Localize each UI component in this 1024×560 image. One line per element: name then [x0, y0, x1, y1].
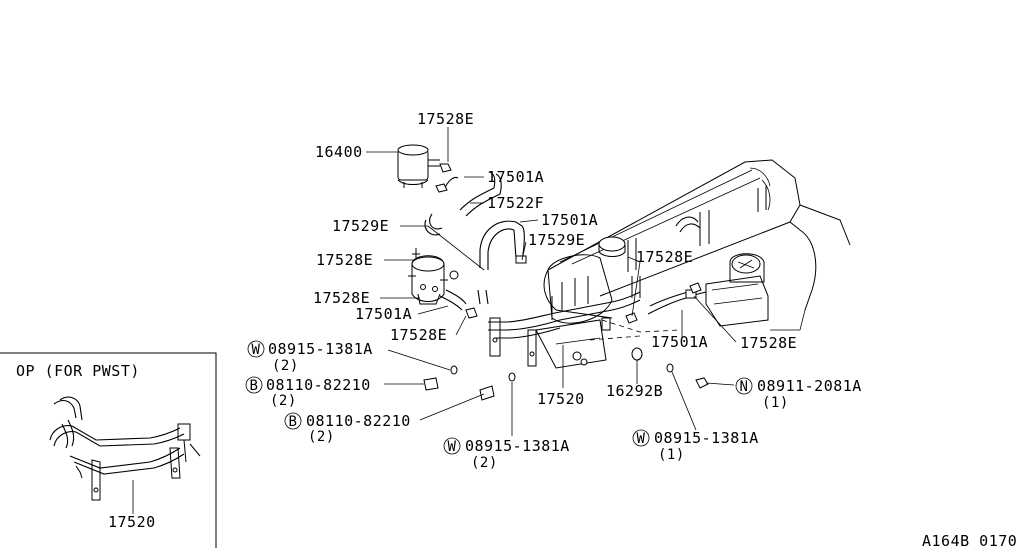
fastener-part-number: 08911-2081A	[757, 377, 862, 395]
label-17528e-left2: 17528E	[313, 289, 370, 307]
label-17528e-left3: 17528E	[390, 326, 447, 344]
fastener-quantity: (2)	[471, 455, 498, 471]
fastener-quantity: (2)	[272, 358, 299, 374]
fastener-callout-6: N 08911-2081A (1)	[735, 377, 862, 411]
label-17501a-2: 17501A	[541, 211, 598, 229]
fastener-quantity: (2)	[308, 429, 335, 445]
engine-outline	[543, 159, 851, 341]
fastener-symbol: W	[448, 439, 457, 455]
label-17528e-right1: 17528E	[636, 248, 693, 266]
fastener-part-number: 08915-1381A	[654, 429, 759, 447]
fastener-symbol: B	[250, 378, 259, 394]
inset-title: OP (FOR PWST)	[16, 362, 140, 380]
label-17529e-1: 17529E	[332, 217, 389, 235]
label-16292b: 16292B	[606, 382, 663, 400]
diagram-code: A164B 0170	[922, 532, 1017, 550]
fuel-filter	[397, 144, 440, 188]
fastener-part-number: 08110-82210	[306, 412, 411, 430]
fastener-callout-2: B 08110-82210 (2)	[245, 376, 371, 409]
fastener-callout-4: W 08915-1381A (2)	[443, 437, 570, 471]
inset-box: OP (FOR PWST) 17520	[0, 352, 217, 548]
fastener-symbol: W	[637, 431, 646, 447]
clamps-and-small-parts	[423, 163, 709, 401]
fastener-part-number: 08110-82210	[266, 376, 371, 394]
fastener-quantity: (1)	[658, 447, 685, 463]
fastener-callout-1: W 08915-1381A (2)	[247, 340, 373, 374]
fuel-pump	[408, 248, 448, 305]
fastener-quantity: (1)	[762, 395, 789, 411]
fastener-symbol: W	[252, 342, 261, 358]
fastener-part-number: 08915-1381A	[465, 437, 570, 455]
part-labels: 17528E 16400 17501A 17522F 17529E 17501A…	[313, 110, 797, 408]
label-17501a-4: 17501A	[651, 333, 708, 351]
label-17528e-top: 17528E	[417, 110, 474, 128]
inset-pipe-drawing	[49, 396, 201, 514]
label-17528e-right2: 17528E	[740, 334, 797, 352]
fastener-symbol: N	[740, 379, 749, 395]
label-17501a-1: 17501A	[487, 168, 544, 186]
leader-lines	[366, 127, 737, 436]
fastener-callout-3: B 08110-82210 (2)	[284, 412, 411, 445]
label-17520: 17520	[537, 390, 585, 408]
label-16400: 16400	[315, 143, 363, 161]
fuel-hoses	[424, 171, 697, 315]
center-housing	[535, 254, 613, 369]
inset-part-number: 17520	[108, 513, 156, 531]
label-17529e-2: 17529E	[528, 231, 585, 249]
label-17528e-left1: 17528E	[316, 251, 373, 269]
label-17501a-3: 17501A	[355, 305, 412, 323]
fastener-quantity: (2)	[270, 393, 297, 409]
fuel-pipe-assembly	[488, 291, 641, 367]
fastener-part-number: 08915-1381A	[268, 340, 373, 358]
fastener-symbol: B	[289, 414, 298, 430]
label-17522f: 17522F	[487, 194, 544, 212]
fastener-callouts: W 08915-1381A (2) B 08110-82210 (2) B 08…	[245, 340, 862, 471]
fastener-callout-5: W 08915-1381A (1)	[632, 429, 759, 463]
